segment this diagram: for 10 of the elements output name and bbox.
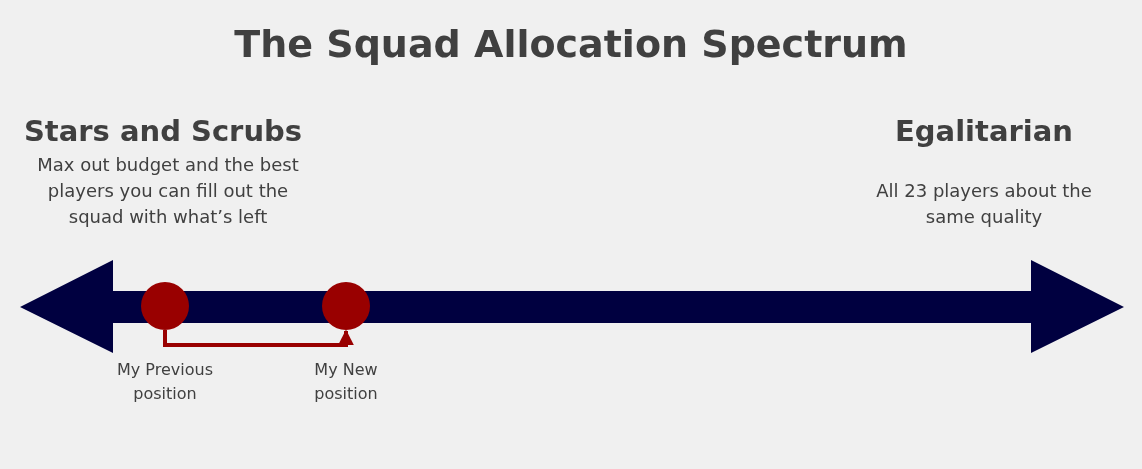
arrow [163, 329, 354, 347]
description: All 23 players about the same quality [875, 179, 1093, 229]
heading: Egalitarian [894, 114, 1074, 148]
position-marker [141, 282, 189, 330]
position-marker [322, 282, 370, 330]
title: The Squad Allocation Spectrum [233, 22, 909, 66]
description: Max out budget and the best players you can fill out the squad with what’s left [36, 153, 300, 229]
heading: Stars and Scrubs [22, 114, 304, 148]
position-label: My New position [313, 359, 379, 405]
position-label: My Previous position [116, 359, 214, 405]
